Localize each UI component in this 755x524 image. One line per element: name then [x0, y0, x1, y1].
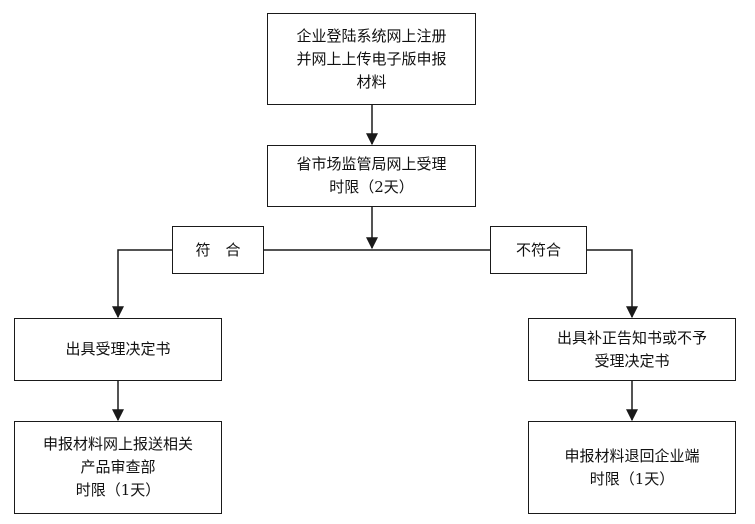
node-notice-line: 出具补正告知书或不予: [556, 328, 707, 347]
node-fail-label: 不符合: [515, 240, 561, 259]
node-fail: 不符合: [490, 226, 587, 274]
node-forward-line: 产品审查部: [80, 458, 156, 476]
node-accept-line: 省市场监管局网上受理: [296, 155, 447, 173]
node-submit-line: 并网上上传电子版申报: [296, 49, 447, 68]
node-pass: 符 合: [172, 226, 264, 274]
node-return-line: 时限（1天）: [589, 469, 675, 488]
node-notice: 出具补正告知书或不予 受理决定书: [528, 318, 736, 381]
node-notice-line: 受理决定书: [594, 351, 670, 370]
node-pass-label: 符 合: [195, 240, 241, 259]
node-decision-label: 出具受理决定书: [65, 340, 171, 358]
node-decision: 出具受理决定书: [14, 318, 222, 381]
node-forward-line: 时限（1天）: [75, 481, 161, 499]
arrow-pass-to-decision: [112, 249, 172, 319]
node-forward: 申报材料网上报送相关 产品审查部 时限（1天）: [14, 421, 222, 514]
node-return-line: 申报材料退回企业端: [564, 446, 700, 465]
node-accept-line: 时限（2天）: [329, 178, 414, 196]
arrow-fail-to-notice: [587, 249, 638, 319]
node-return: 申报材料退回企业端 时限（1天）: [528, 421, 736, 514]
node-submit: 企业登陆系统网上注册 并网上上传电子版申报 材料: [267, 13, 476, 105]
node-submit-line: 材料: [356, 72, 387, 91]
node-submit-line: 企业登陆系统网上注册: [296, 26, 447, 45]
node-forward-line: 申报材料网上报送相关: [42, 435, 193, 453]
node-accept: 省市场监管局网上受理 时限（2天）: [267, 145, 476, 207]
